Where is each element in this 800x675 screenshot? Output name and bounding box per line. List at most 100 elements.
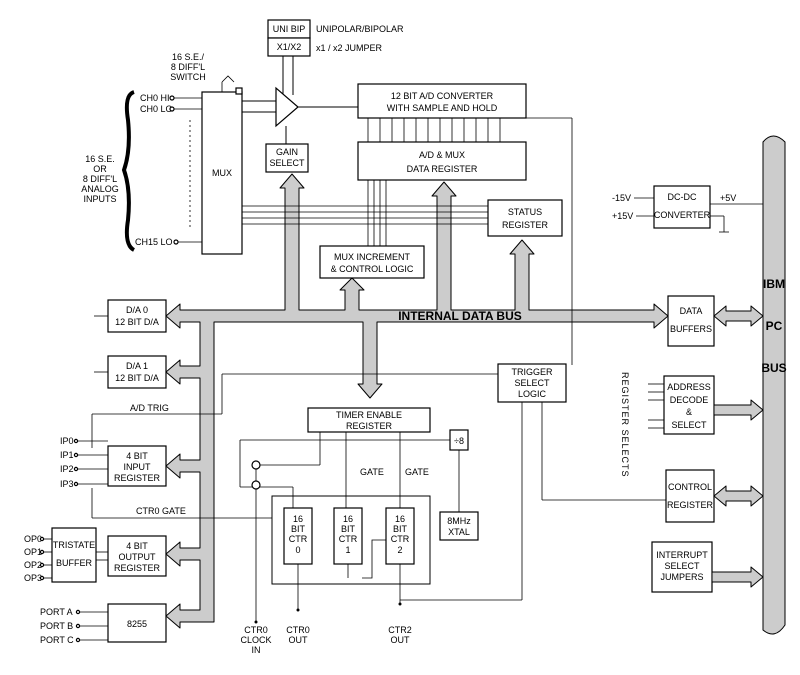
dac1-block — [107, 355, 167, 389]
input-brace — [121, 90, 136, 252]
inputs-label-2: OR — [93, 164, 107, 174]
dac0-label-1: D/A 0 — [126, 305, 148, 315]
ppi-8255 — [107, 603, 167, 643]
outreg-label-1: 4 BIT — [126, 541, 148, 551]
dac1-label-1: D/A 1 — [126, 361, 148, 371]
ch0-hi-label: CH0 HI — [140, 93, 170, 103]
plus15v-label: +15V — [612, 211, 633, 221]
ctr0-gate-label: CTR0 GATE — [136, 506, 186, 516]
ctr2-out-1: CTR2 — [388, 625, 412, 635]
ctr0-block — [283, 507, 313, 565]
dcdc-label-2: CONVERTER — [654, 210, 711, 220]
gain-label-2: SELECT — [269, 158, 305, 168]
ctr0-l1: 16 — [293, 514, 303, 524]
ad-mux-data-register — [357, 141, 527, 181]
ctr2-block — [385, 507, 415, 565]
port-a-label: PORT A — [40, 607, 73, 617]
ctr0-l2: BIT — [291, 524, 306, 534]
databuf-bus-arrow — [713, 305, 764, 327]
adc-block — [357, 83, 527, 119]
interrupt-bus-arrow — [711, 566, 764, 588]
input-register — [107, 445, 167, 487]
interrupt-select-jumpers[interactable] — [651, 541, 713, 593]
mux-channel-lines — [242, 180, 488, 246]
timer-enable-register — [307, 407, 431, 433]
ip2-label: IP2 — [60, 464, 74, 474]
status-label-2: REGISTER — [502, 220, 549, 230]
uni-bip-label: UNI BIP — [273, 24, 306, 34]
timer-label-1: TIMER ENABLE — [336, 410, 402, 420]
gain-select-block — [265, 143, 309, 173]
int-label-2: SELECT — [664, 561, 700, 571]
switch-symbol[interactable] — [221, 75, 235, 92]
int-label-3: JUMPERS — [660, 572, 703, 582]
port-b-label: PORT B — [40, 621, 73, 631]
ppi-label: 8255 — [127, 619, 147, 629]
ip1-label: IP1 — [60, 450, 74, 460]
adc-label-1: 12 BIT A/D CONVERTER — [391, 91, 494, 101]
inreg-label-2: INPUT — [124, 462, 152, 472]
tristate-label-2: BUFFER — [56, 558, 93, 568]
op1-label: OP1 — [24, 547, 42, 557]
gate-and-1 — [251, 460, 261, 470]
port-c-label: PORT C — [40, 635, 74, 645]
ctr1-l3: CTR — [339, 534, 358, 544]
adc-label-2: WITH SAMPLE AND HOLD — [387, 103, 498, 113]
muxinc-label-2: & CONTROL LOGIC — [331, 264, 414, 274]
ctr0-clock-in-1: CTR0 — [244, 625, 268, 635]
address-bus-arrow — [713, 399, 764, 421]
addr-label-4: SELECT — [671, 420, 707, 430]
internal-data-bus — [165, 173, 669, 629]
ctr1-l4: 1 — [345, 545, 350, 555]
trig-label-3: LOGIC — [518, 389, 547, 399]
minus15v-label: -15V — [612, 193, 631, 203]
ctrl-label-2: REGISTER — [667, 500, 714, 510]
xtal-label-2: XTAL — [448, 527, 470, 537]
mux-label: MUX — [212, 168, 232, 178]
ch15-lo-label: CH15 LO — [135, 237, 173, 247]
dac0-label-2: 12 BIT D/A — [115, 317, 159, 327]
adreg-label-2: DATA REGISTER — [407, 164, 478, 174]
register-select-lines — [648, 383, 664, 429]
x1x2-desc: x1 / x2 JUMPER — [316, 43, 383, 53]
plus5v-label: +5V — [720, 193, 736, 203]
ctr0-out-1: CTR0 — [286, 625, 310, 635]
ibm-bus-label-2: PC — [766, 319, 783, 333]
outreg-label-3: REGISTER — [114, 563, 161, 573]
uni-bip-desc: UNIPOLAR/BIPOLAR — [316, 24, 404, 34]
inputs-label-5: INPUTS — [83, 194, 116, 204]
ctr0-l4: 0 — [295, 545, 300, 555]
ch0-lo-label: CH0 LO — [140, 104, 173, 114]
switch-label-2: 8 DIFF'L — [171, 62, 205, 72]
databuf-label-2: BUFFERS — [670, 324, 712, 334]
addr-label-3: & — [686, 407, 692, 417]
ctrl-label-1: CONTROL — [668, 482, 712, 492]
op2-label: OP2 — [24, 560, 42, 570]
adc-data-lines — [367, 118, 501, 142]
muxinc-label-1: MUX INCREMENT — [334, 252, 411, 262]
counter-frame — [271, 495, 431, 585]
div8-label: ÷8 — [454, 436, 464, 446]
mux-increment-control — [319, 245, 425, 279]
ibm-bus-label-1: IBM — [763, 277, 785, 291]
inputs-label-1: 16 S.E. — [85, 154, 115, 164]
data-buffers — [667, 295, 715, 347]
x1x2-label: X1/X2 — [277, 42, 302, 52]
inputs-label-3: 8 DIFF'L — [83, 174, 117, 184]
x1x2-jumper[interactable] — [267, 37, 311, 57]
switch-label-1: 16 S.E./ — [172, 52, 205, 62]
dc-dc-converter — [653, 185, 711, 229]
status-label-1: STATUS — [508, 207, 542, 217]
outreg-label-2: OUTPUT — [119, 552, 157, 562]
ip0-label: IP0 — [60, 436, 74, 446]
tristate-buffer — [51, 527, 97, 583]
int-label-1: INTERRUPT — [656, 550, 708, 560]
dcdc-label-1: DC-DC — [668, 192, 697, 202]
ctr1-l2: BIT — [341, 524, 356, 534]
ctr0-l3: CTR — [289, 534, 308, 544]
register-selects-label: REGISTER SELECTS — [620, 372, 630, 478]
trigger-select-logic — [497, 363, 567, 403]
xtal-label-1: 8MHz — [447, 516, 471, 526]
ip3-label: IP3 — [60, 479, 74, 489]
